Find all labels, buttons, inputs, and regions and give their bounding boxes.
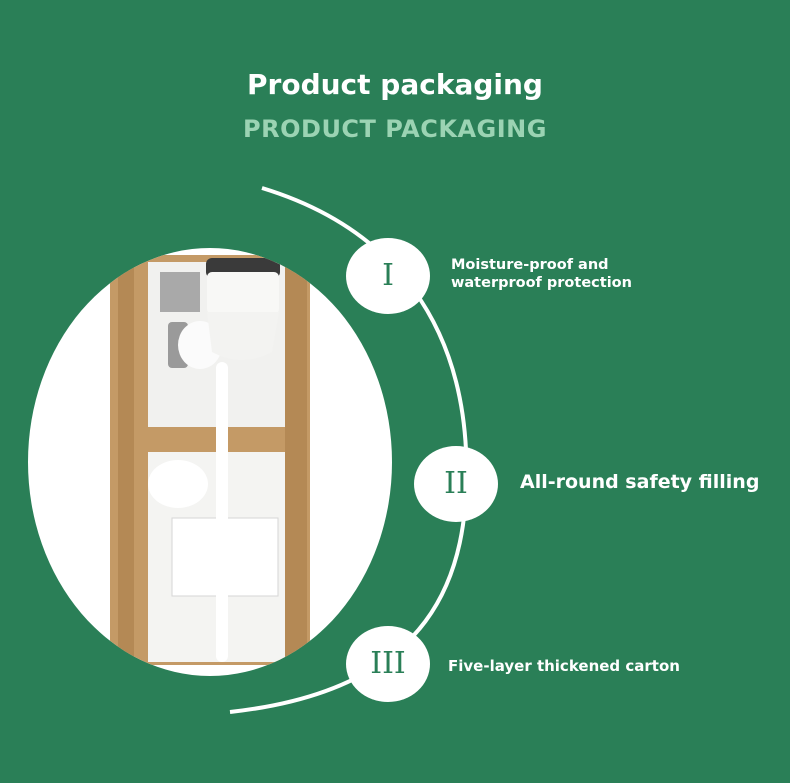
faucet-knob xyxy=(207,272,279,314)
carton-side-right xyxy=(285,262,307,662)
foam-cutout xyxy=(160,272,200,312)
faucet-body xyxy=(207,312,279,360)
faucet-pipe xyxy=(216,362,228,662)
badge-2 xyxy=(414,446,498,522)
badge-1 xyxy=(346,238,430,314)
page-subtitle: PRODUCT PACKAGING xyxy=(243,115,547,143)
product-photo xyxy=(28,248,392,676)
feature-label-filling: All-round safety filling xyxy=(520,471,760,493)
numeral-3: III xyxy=(370,646,406,681)
feature-label-carton: Five-layer thickened carton xyxy=(448,657,680,675)
numeral-2: II xyxy=(444,466,468,501)
page-title: Product packaging xyxy=(247,68,543,101)
carton-side-left xyxy=(118,262,134,662)
numeral-1: I xyxy=(382,258,394,293)
badge-3 xyxy=(346,626,430,702)
faucet-part xyxy=(148,460,208,508)
feature-label-moisture: Moisture-proof and waterproof protection xyxy=(451,257,632,292)
